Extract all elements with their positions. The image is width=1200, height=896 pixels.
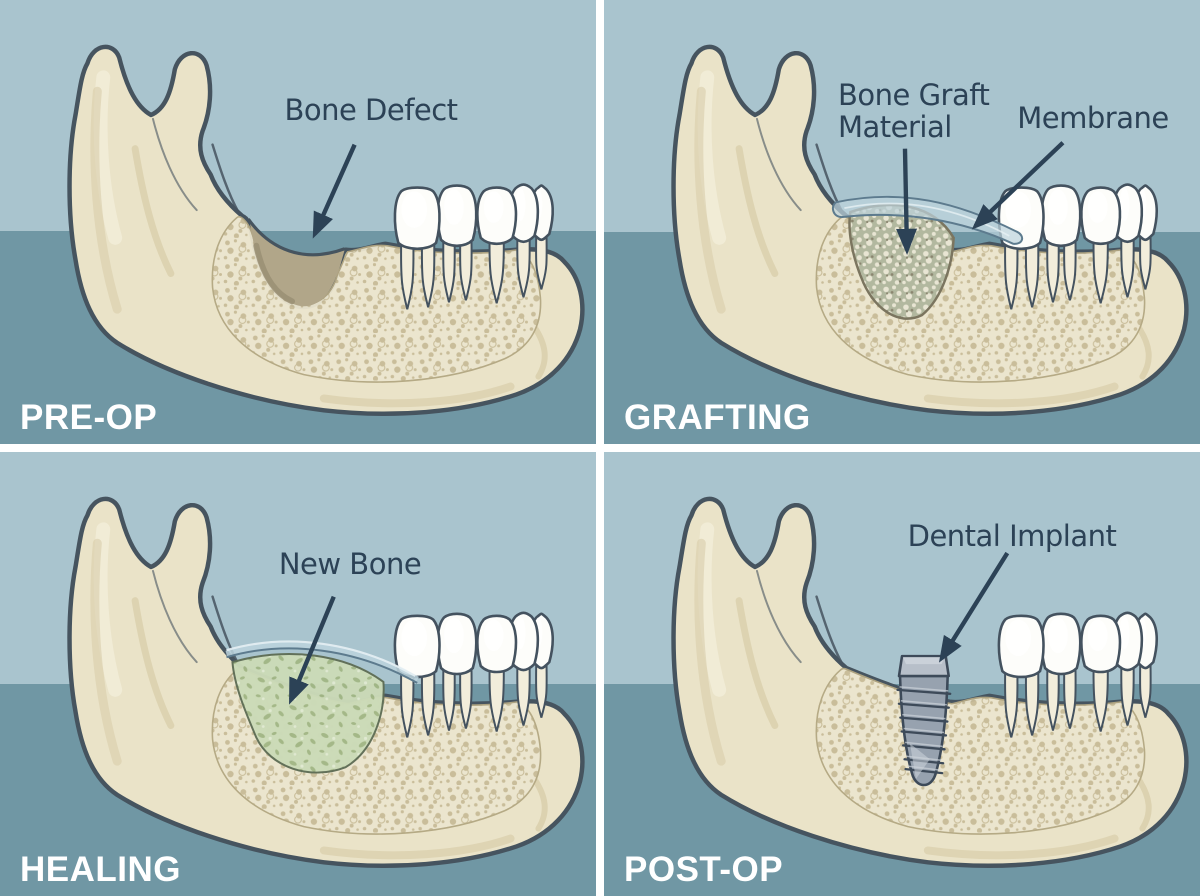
tooth-root <box>400 233 415 310</box>
tooth-root <box>1092 657 1109 732</box>
dental-implant <box>896 654 952 787</box>
tooth-root <box>1004 233 1019 310</box>
teeth <box>393 611 554 738</box>
annotation-arrow <box>312 143 357 239</box>
tooth-root <box>1046 230 1060 303</box>
annotation-bone-graft-material: Bone Graft Material <box>838 78 990 145</box>
membrane-remnant <box>225 640 419 684</box>
tooth-root <box>1063 230 1077 301</box>
tooth-root <box>420 233 436 308</box>
annotation-arrow <box>289 595 336 705</box>
bone-shading <box>90 70 548 408</box>
tooth-root <box>420 662 436 736</box>
jaw-illustration-pre-op <box>0 0 596 444</box>
tooth-root <box>1139 653 1152 718</box>
tooth-root <box>1063 659 1077 729</box>
teeth <box>393 183 554 310</box>
tooth-root <box>459 230 473 301</box>
tooth-root <box>1024 662 1040 736</box>
stage-label: HEALING <box>20 850 181 889</box>
tooth-root <box>488 657 505 732</box>
tooth-root <box>535 224 548 290</box>
stage-label: PRE-OP <box>20 398 158 437</box>
teeth <box>997 183 1158 310</box>
jaw-illustration-grafting <box>604 0 1200 444</box>
tooth-root <box>1139 224 1152 290</box>
stage-label: GRAFTING <box>624 398 811 437</box>
annotation-membrane: Membrane <box>1017 101 1169 135</box>
tooth-root <box>1024 233 1040 308</box>
crater-rim-line <box>247 218 346 257</box>
tooth-root <box>535 653 548 718</box>
tooth-root <box>459 659 473 729</box>
panel-post-op: Dental Implant POST-OP <box>604 452 1200 896</box>
tooth-root <box>1120 655 1135 726</box>
new-bone-area <box>231 653 385 774</box>
tooth-root <box>1046 659 1060 731</box>
annotation-dental-implant: Dental Implant <box>907 519 1117 553</box>
stage-label: POST-OP <box>624 850 784 889</box>
bone-shading <box>90 522 548 860</box>
tooth-root <box>442 659 456 731</box>
annotation-arrow <box>971 141 1065 230</box>
tooth-root <box>442 230 456 303</box>
panel-healing: New Bone HEALING <box>0 452 596 896</box>
annotation-bone-defect: Bone Defect <box>284 93 458 127</box>
annotation-arrow <box>896 148 918 255</box>
annotation-new-bone: New Bone <box>278 547 422 581</box>
panel-pre-op: Bone Defect PRE-OP <box>0 0 596 444</box>
jaw-illustration-healing <box>0 452 596 896</box>
jaw-stage-svg <box>0 0 596 444</box>
jaw-illustration-post-op <box>604 452 1200 896</box>
tooth-root <box>516 226 531 298</box>
tooth-root <box>516 655 531 726</box>
bone-shading <box>694 522 1152 860</box>
tooth-root <box>1120 226 1135 298</box>
jaw-stage-svg <box>604 0 1200 444</box>
tooth-root <box>488 228 505 304</box>
panel-grafting: Bone Graft Material Membrane GRAFTING <box>604 0 1200 444</box>
tooth-root <box>1092 228 1109 304</box>
annotation-arrow <box>938 551 1010 663</box>
teeth <box>997 611 1158 738</box>
jaw-stage-svg <box>0 452 596 896</box>
jaw-stage-svg <box>604 452 1200 896</box>
tooth-root <box>1004 662 1019 738</box>
tooth-root <box>400 662 415 738</box>
